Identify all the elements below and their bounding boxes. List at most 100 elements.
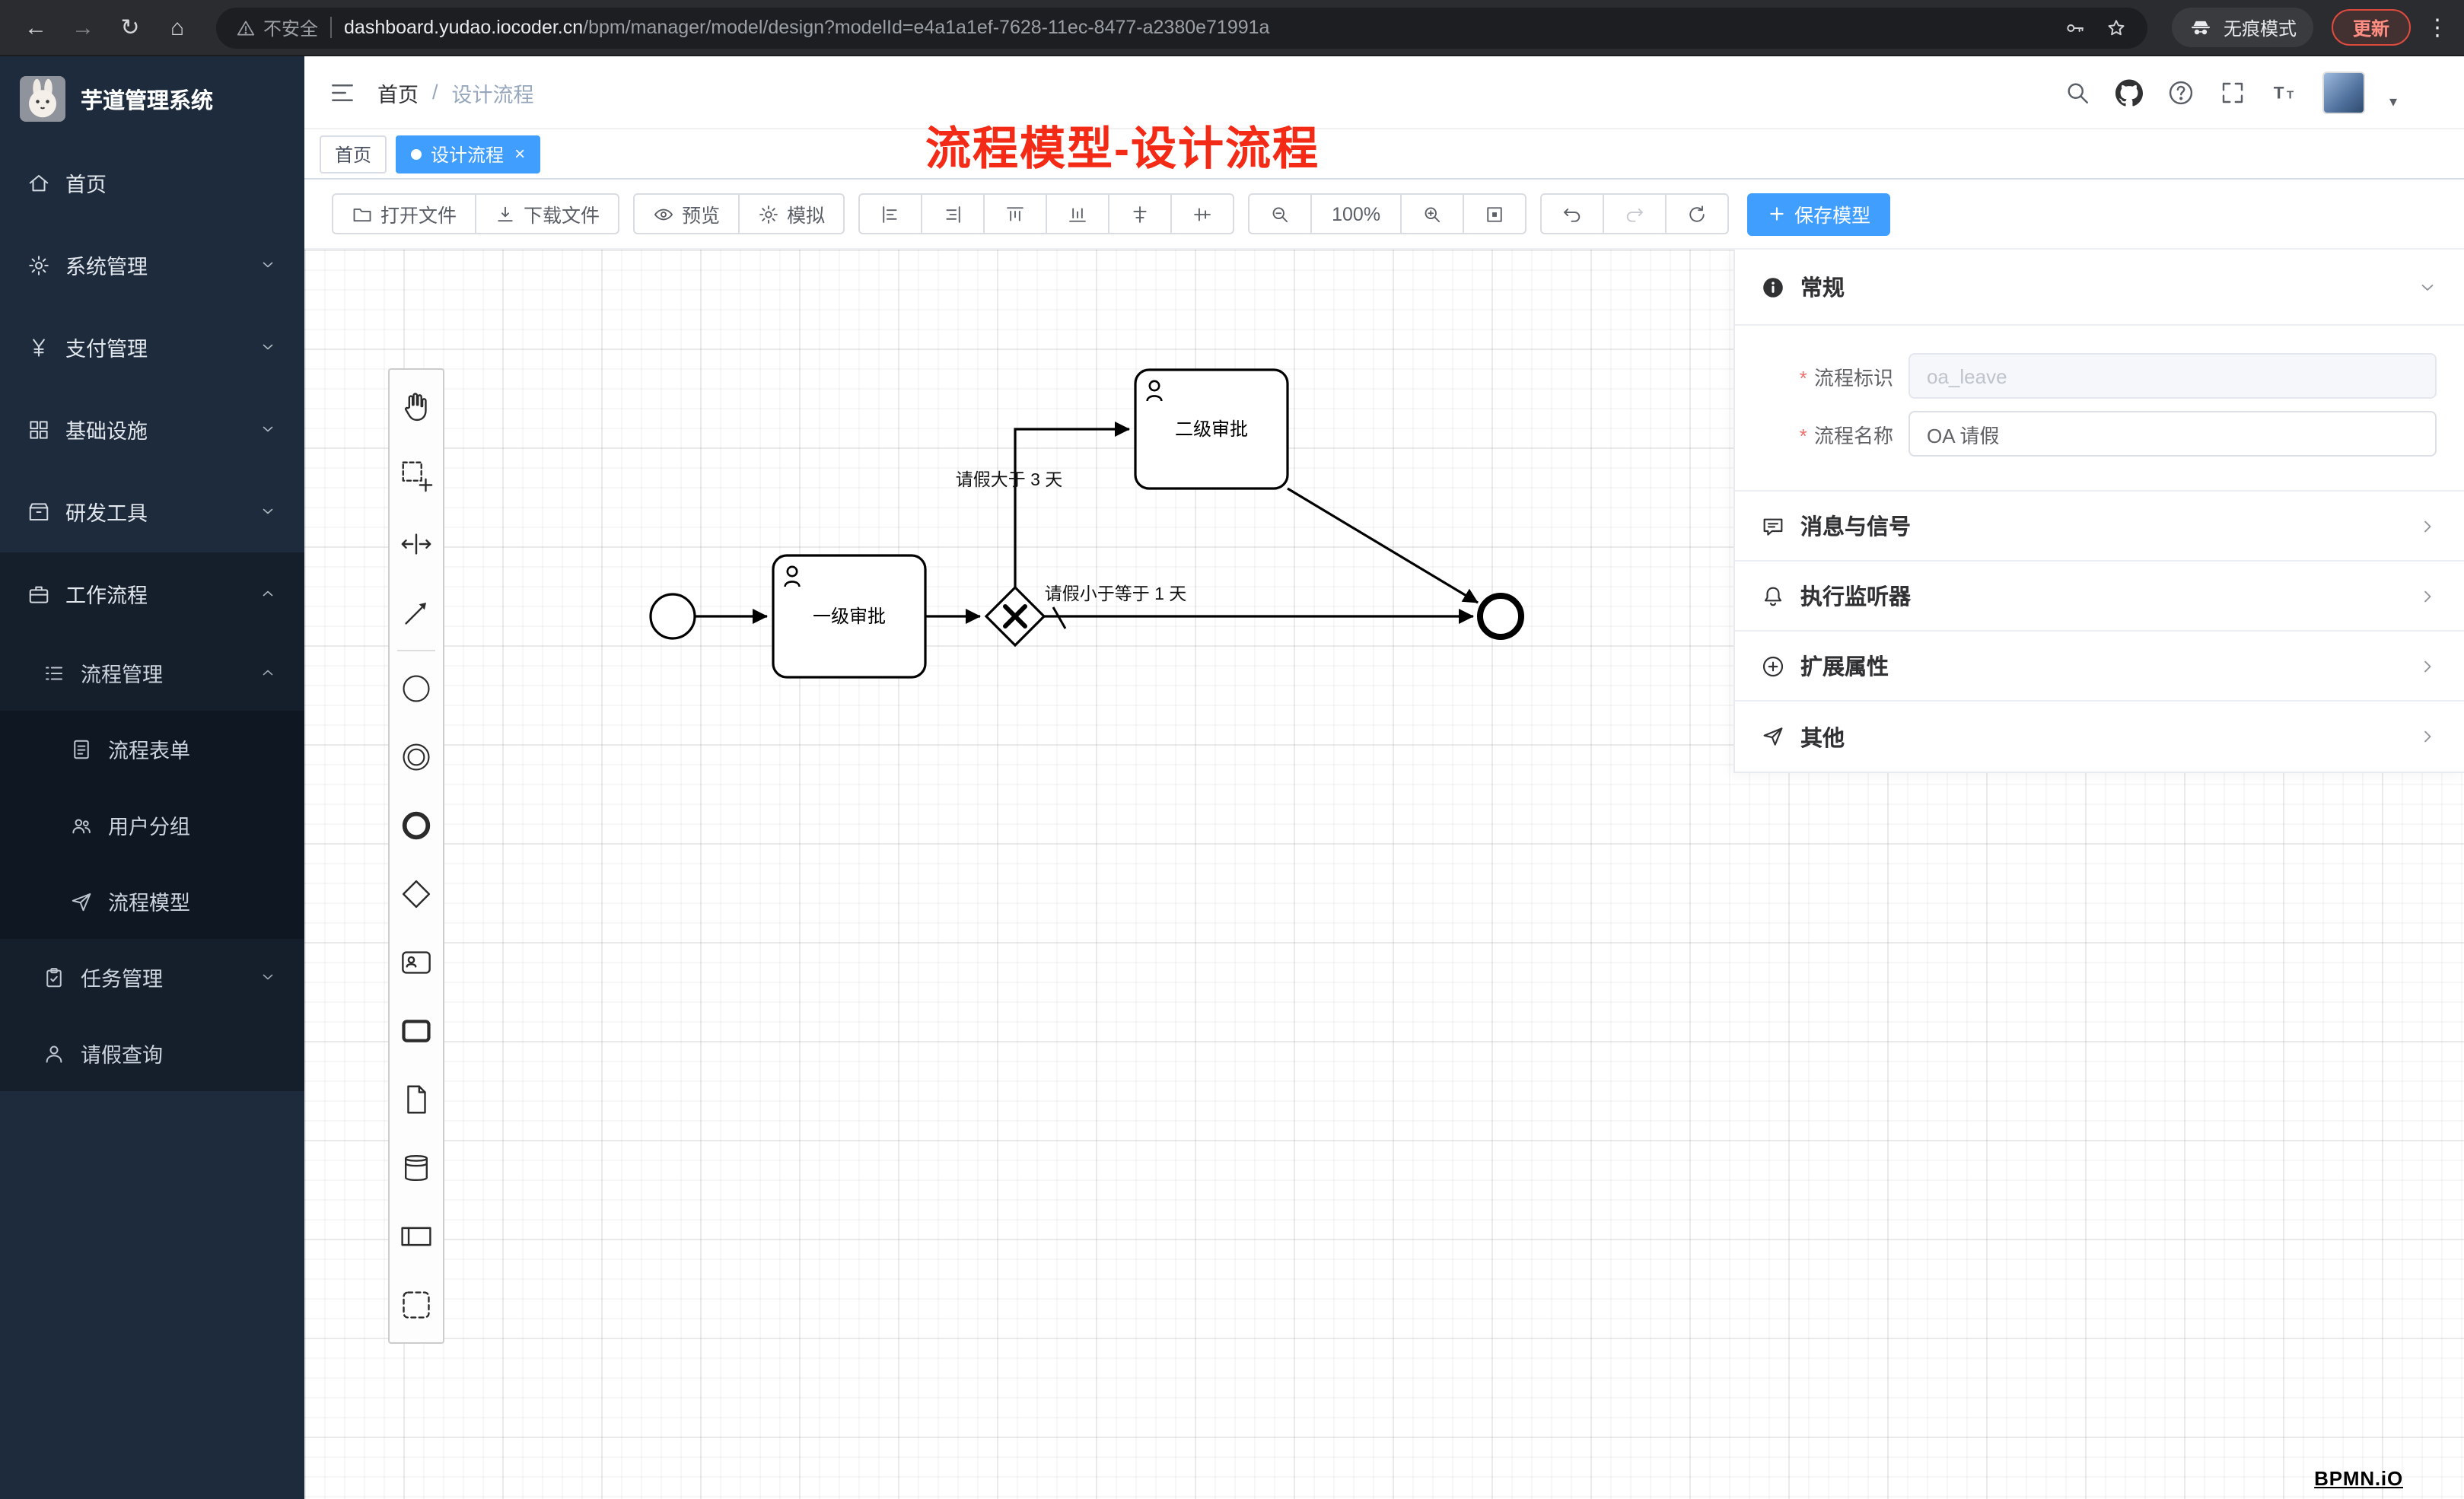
- github-icon[interactable]: [2115, 78, 2143, 106]
- create-end-event[interactable]: [390, 791, 443, 860]
- process-name-input[interactable]: [1908, 411, 2437, 457]
- user-avatar[interactable]: [2322, 71, 2365, 113]
- sidebar-item-label: 系统管理: [65, 256, 148, 278]
- home-icon[interactable]: ⌂: [170, 14, 185, 40]
- url-bar[interactable]: 不安全 dashboard.yudao.iocoder.cn/bpm/manag…: [216, 7, 2147, 48]
- section-title: 常规: [1800, 277, 1845, 301]
- paper-plane-icon: [72, 893, 91, 911]
- preview-button[interactable]: 预览: [633, 193, 740, 234]
- hamburger-icon[interactable]: [329, 78, 356, 106]
- bell-icon: [1764, 586, 1782, 606]
- flow-task2-to-end[interactable]: [1287, 487, 1479, 604]
- sidebar-item-workflow[interactable]: 工作流程: [0, 552, 304, 635]
- zoom-in-button[interactable]: [1400, 193, 1465, 234]
- align-middle-button[interactable]: [1170, 193, 1235, 234]
- key-icon[interactable]: [2064, 16, 2087, 39]
- create-gateway[interactable]: [390, 860, 443, 928]
- sidebar-item-process-management[interactable]: 流程管理: [0, 635, 304, 711]
- create-participant[interactable]: [390, 1202, 443, 1271]
- forward-icon[interactable]: →: [72, 14, 94, 40]
- flow-label-gt3[interactable]: 请假大于 3 天: [956, 469, 1063, 489]
- align-bottom-button[interactable]: [1046, 193, 1110, 234]
- update-button[interactable]: 更新: [2331, 9, 2411, 46]
- bookmark-star-icon[interactable]: [2105, 16, 2128, 39]
- bpmn-palette: [388, 368, 444, 1344]
- fullscreen-icon[interactable]: [2219, 78, 2246, 106]
- reload-icon[interactable]: ↻: [120, 15, 140, 41]
- open-file-button[interactable]: 打开文件: [332, 193, 477, 234]
- create-start-event[interactable]: [390, 654, 443, 723]
- bpmn-canvas[interactable]: 请假大于 3 天 请假小于等于 1 天 一级审批: [304, 250, 2464, 1499]
- start-event[interactable]: [649, 593, 696, 640]
- create-call-activity[interactable]: [390, 997, 443, 1065]
- sidebar-item-infrastructure[interactable]: 基础设施: [0, 388, 304, 470]
- flow-label-le1[interactable]: 请假小于等于 1 天: [1045, 584, 1187, 603]
- info-icon: [1763, 277, 1783, 297]
- lasso-tool[interactable]: [390, 441, 443, 510]
- svg-text:T: T: [2287, 88, 2294, 101]
- help-icon[interactable]: [2167, 78, 2195, 106]
- tab-home[interactable]: 首页: [320, 135, 387, 173]
- section-message-signal[interactable]: 消息与信号: [1735, 492, 2464, 562]
- simulate-button[interactable]: 模拟: [738, 193, 845, 234]
- sidebar-item-label: 基础设施: [65, 420, 148, 443]
- breadcrumb-home[interactable]: 首页: [377, 83, 419, 106]
- section-general[interactable]: 常规: [1735, 250, 2464, 326]
- bpmn-io-logo[interactable]: BPMN.iO: [2314, 1467, 2403, 1490]
- gear-icon: [759, 205, 778, 223]
- paper-plane-icon: [1763, 727, 1783, 746]
- search-icon[interactable]: [2064, 78, 2091, 106]
- user-icon: [46, 1045, 62, 1062]
- sidebar-item-user-group[interactable]: 用户分组: [0, 787, 304, 863]
- redo-button[interactable]: [1603, 193, 1667, 234]
- sidebar-item-process-form[interactable]: 流程表单: [0, 711, 304, 787]
- sidebar-item-task-management[interactable]: 任务管理: [0, 939, 304, 1015]
- sidebar-item-devtools[interactable]: 研发工具: [0, 470, 304, 552]
- sidebar-item-system[interactable]: 系统管理: [0, 224, 304, 306]
- sidebar-item-home[interactable]: 首页: [0, 142, 304, 224]
- create-intermediate-event[interactable]: [390, 723, 443, 791]
- section-execution-listener[interactable]: 执行监听器: [1735, 562, 2464, 632]
- section-extended-attrs[interactable]: 扩展属性: [1735, 632, 2464, 702]
- sidebar-item-process-model[interactable]: 流程模型: [0, 863, 304, 939]
- download-file-button[interactable]: 下载文件: [475, 193, 620, 234]
- save-model-button[interactable]: 保存模型: [1747, 193, 1891, 235]
- home-icon: [29, 174, 49, 191]
- app-logo[interactable]: 芋道管理系统: [0, 56, 304, 142]
- sidebar-item-payment[interactable]: 支付管理: [0, 306, 304, 388]
- restart-button[interactable]: [1665, 193, 1730, 234]
- align-right-button[interactable]: [921, 193, 985, 234]
- connect-icon: [405, 602, 427, 625]
- flow-gateway-to-task2[interactable]: [1014, 422, 1130, 587]
- create-user-task[interactable]: [390, 928, 443, 997]
- zoom-fit-button[interactable]: [1463, 193, 1527, 234]
- align-left-button[interactable]: [858, 193, 923, 234]
- hand-tool[interactable]: [390, 373, 443, 441]
- end-event[interactable]: [1477, 593, 1524, 640]
- back-icon[interactable]: ←: [24, 14, 47, 40]
- create-data-store[interactable]: [390, 1134, 443, 1202]
- zoom-out-button[interactable]: [1248, 193, 1313, 234]
- tab-design-process[interactable]: 设计流程 ×: [396, 135, 541, 173]
- sidebar-item-label: 研发工具: [65, 502, 148, 525]
- zoom-level-button[interactable]: 100%: [1310, 193, 1402, 234]
- undo-button[interactable]: [1540, 193, 1605, 234]
- browser-menu-icon[interactable]: ⋮: [2426, 15, 2449, 41]
- undo-icon: [1564, 208, 1581, 221]
- create-data-object[interactable]: [390, 1065, 443, 1134]
- sidebar-item-leave-query[interactable]: 请假查询: [0, 1015, 304, 1091]
- global-connect-tool[interactable]: [390, 578, 443, 647]
- align-top-button[interactable]: [983, 193, 1048, 234]
- zoom-in-icon: [1425, 206, 1441, 222]
- clipboard-icon: [46, 967, 62, 987]
- task-first-approval[interactable]: 一级审批: [772, 554, 927, 679]
- create-group[interactable]: [390, 1271, 443, 1339]
- folder-icon: [353, 208, 371, 221]
- exclusive-gateway[interactable]: [984, 585, 1046, 648]
- space-tool[interactable]: [390, 510, 443, 578]
- align-center-button[interactable]: [1108, 193, 1173, 234]
- close-icon[interactable]: ×: [514, 143, 526, 164]
- section-other[interactable]: 其他: [1735, 702, 2464, 772]
- task-second-approval[interactable]: 二级审批: [1134, 368, 1289, 490]
